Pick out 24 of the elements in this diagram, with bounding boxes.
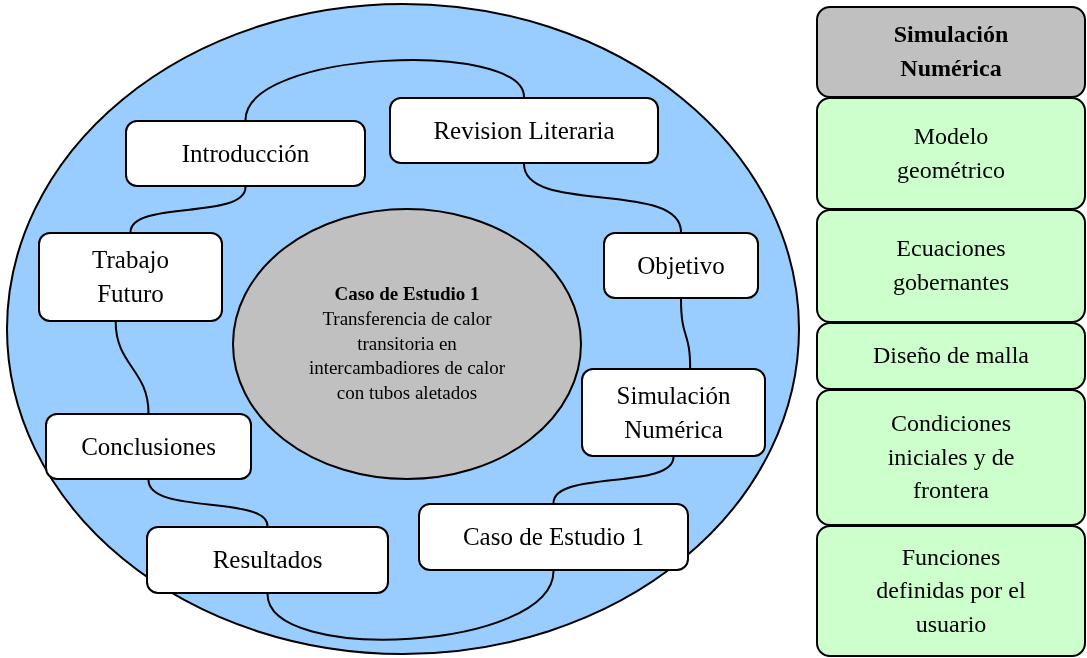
topic-box: Conclusiones — [45, 413, 252, 480]
header-box: Simulación Numérica — [816, 6, 1086, 98]
step-box: Ecuaciones gobernantes — [816, 209, 1086, 323]
step-box: Diseño de malla — [816, 322, 1086, 390]
topic-box: Introducción — [125, 120, 366, 187]
connector-line — [523, 163, 682, 233]
topic-box: Objetivo — [603, 232, 759, 299]
topic-box: Trabajo Futuro — [38, 232, 223, 322]
step-box: Modelo geométrico — [816, 97, 1086, 210]
connector-line — [129, 186, 247, 233]
connector-line — [552, 456, 675, 504]
topic-box: Simulación Numérica — [581, 368, 766, 457]
connector-line — [244, 59, 525, 121]
topic-box: Revision Literaria — [389, 97, 659, 164]
step-box: Funciones definidas por el usuario — [816, 525, 1086, 657]
topic-box: Resultados — [146, 526, 389, 594]
step-box: Condiciones iniciales y de frontera — [816, 389, 1086, 526]
oval-text: Transferencia de calor transitoria en intercambadiores de calor con tubos aletados — [307, 306, 507, 406]
connector-line — [147, 479, 269, 527]
connector-line — [114, 321, 150, 414]
connector-line — [680, 298, 692, 369]
connector-line — [266, 570, 555, 641]
oval-heading: Caso de Estudio 1 — [334, 282, 480, 307]
topic-box: Caso de Estudio 1 — [418, 503, 689, 571]
